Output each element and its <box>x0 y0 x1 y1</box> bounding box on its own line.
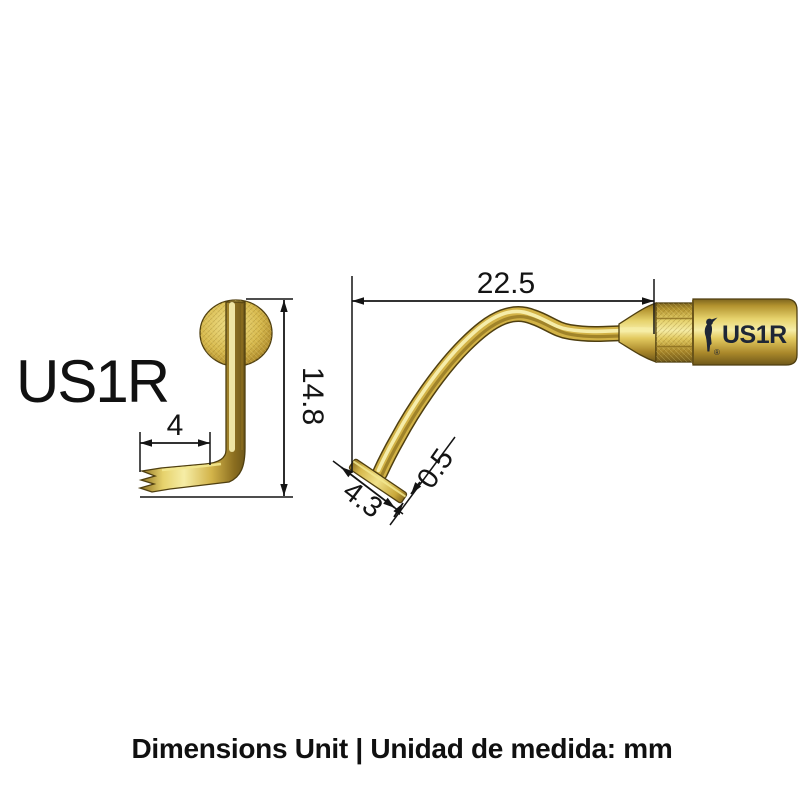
dim-foot-thickness-arrow-lower <box>393 502 404 518</box>
front-shaft-highlight <box>229 302 235 452</box>
front-view-label: US1R <box>16 348 168 415</box>
side-view: ® US1R 22.5 4.3 0.5 <box>332 267 798 526</box>
side-hex-section <box>655 302 694 363</box>
front-foot-highlight <box>161 462 222 472</box>
engraved-model-label: US1R <box>722 321 787 349</box>
dim-working-length-label: 22.5 <box>477 267 535 300</box>
dim-foot-length-line <box>340 466 396 509</box>
registered-mark: ® <box>714 348 720 357</box>
dim-height-label: 14.8 <box>296 367 329 425</box>
side-neck <box>618 302 657 363</box>
woodpecker-logo-icon <box>704 317 718 352</box>
dim-tip-length-label: 4 <box>167 409 184 442</box>
dim-foot-thickness-arrow-upper <box>410 481 422 495</box>
footer-units-label: Dimensions Unit | Unidad de medida: mm <box>132 733 673 764</box>
side-barrel <box>692 298 798 366</box>
side-shaft <box>372 306 632 481</box>
front-view: US1R 4 14.8 <box>16 298 329 498</box>
dim-foot-length-overshoot-left <box>332 460 342 468</box>
